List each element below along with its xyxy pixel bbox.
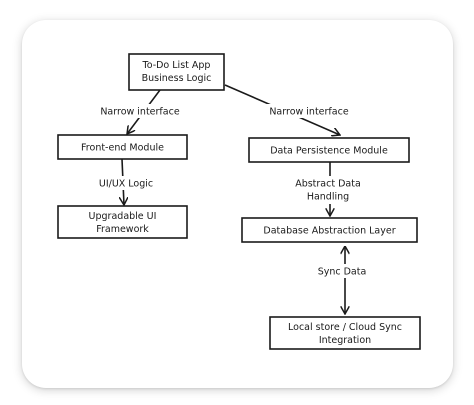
node-local-store-cloud-sync: Local store / Cloud Sync Integration bbox=[269, 316, 421, 350]
svg-text:Local store / Cloud Sync: Local store / Cloud Sync bbox=[288, 322, 402, 333]
edge-label-ui-ux-logic: UI/UX Logic bbox=[93, 176, 159, 190]
svg-text:Data Persistence Module: Data Persistence Module bbox=[270, 146, 388, 157]
svg-text:Business Logic: Business Logic bbox=[142, 73, 212, 84]
svg-text:Sync Data: Sync Data bbox=[318, 267, 367, 278]
edge-label-narrow-interface-left: Narrow interface bbox=[97, 104, 183, 118]
node-frontend-module: Front-end Module bbox=[57, 134, 188, 160]
svg-text:Upgradable UI: Upgradable UI bbox=[89, 211, 157, 222]
node-database-abstraction-layer: Database Abstraction Layer bbox=[241, 217, 418, 243]
svg-text:Narrow interface: Narrow interface bbox=[269, 107, 348, 118]
edge-label-sync-data: Sync Data bbox=[314, 264, 370, 278]
svg-text:Integration: Integration bbox=[319, 335, 371, 346]
node-upgradable-ui-framework: Upgradable UI Framework bbox=[57, 205, 188, 239]
edge-label-narrow-interface-right: Narrow interface bbox=[262, 104, 356, 118]
svg-text:Narrow interface: Narrow interface bbox=[100, 107, 179, 118]
svg-text:Handling: Handling bbox=[307, 192, 349, 203]
node-todo-business-logic: To-Do List App Business Logic bbox=[128, 53, 225, 91]
edge-label-abstract-data-handling: Abstract Data Handling bbox=[283, 176, 373, 204]
svg-text:UI/UX Logic: UI/UX Logic bbox=[99, 179, 153, 190]
svg-text:Abstract Data: Abstract Data bbox=[295, 179, 361, 190]
svg-text:Front-end Module: Front-end Module bbox=[81, 143, 164, 154]
svg-text:To-Do List App: To-Do List App bbox=[142, 60, 211, 71]
svg-text:Database Abstraction Layer: Database Abstraction Layer bbox=[263, 226, 395, 237]
node-data-persistence-module: Data Persistence Module bbox=[248, 137, 410, 163]
svg-text:Framework: Framework bbox=[96, 224, 149, 235]
